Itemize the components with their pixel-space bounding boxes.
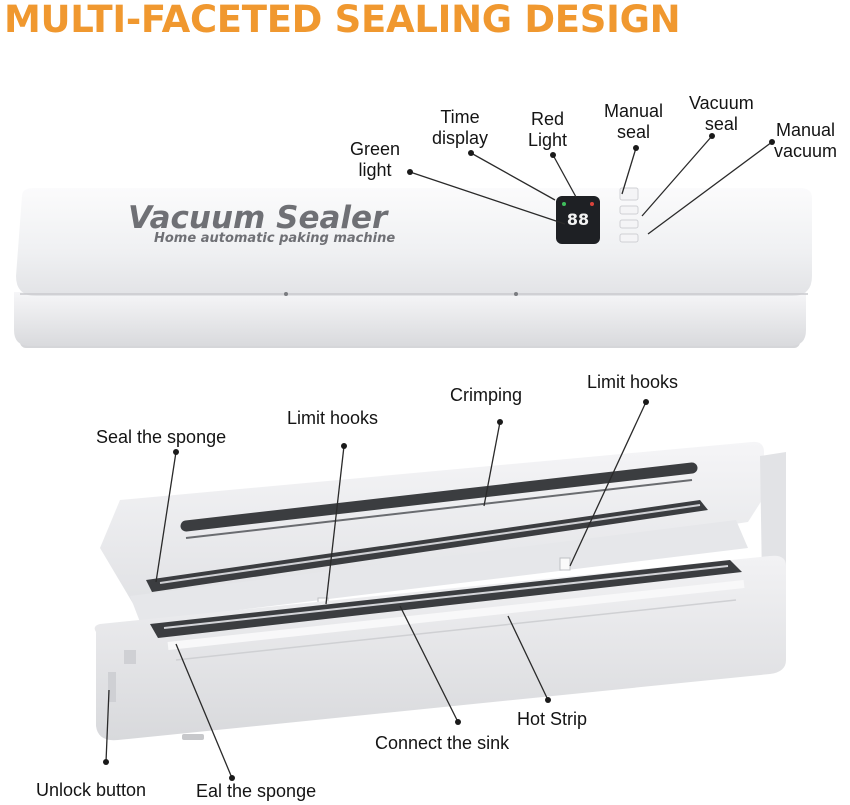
leader-dots xyxy=(103,133,775,781)
headline: MULTI-FACETED SEALING DESIGN xyxy=(4,0,681,41)
time-display-digits: 88 xyxy=(567,210,589,229)
label-limit-hooks-left: Limit hooks xyxy=(287,408,379,428)
label-seal-the-sponge: Seal the sponge xyxy=(96,427,227,447)
label-connect-the-sink: Connect the sink xyxy=(375,733,510,753)
leader-lines xyxy=(105,135,773,779)
label-limit-hooks-right: Limit hooks xyxy=(587,372,679,392)
open-sealer xyxy=(94,441,786,741)
device-tagline: Home automatic paking machine xyxy=(154,231,395,246)
label-eal-the-sponge: Eal the sponge xyxy=(196,781,317,801)
closed-sealer xyxy=(14,187,812,348)
label-crimping: Crimping xyxy=(450,385,523,405)
label-hot-strip: Hot Strip xyxy=(517,709,588,729)
device-brand: Vacuum Sealer xyxy=(128,200,389,236)
label-unlock-button: Unlock button xyxy=(36,780,147,800)
